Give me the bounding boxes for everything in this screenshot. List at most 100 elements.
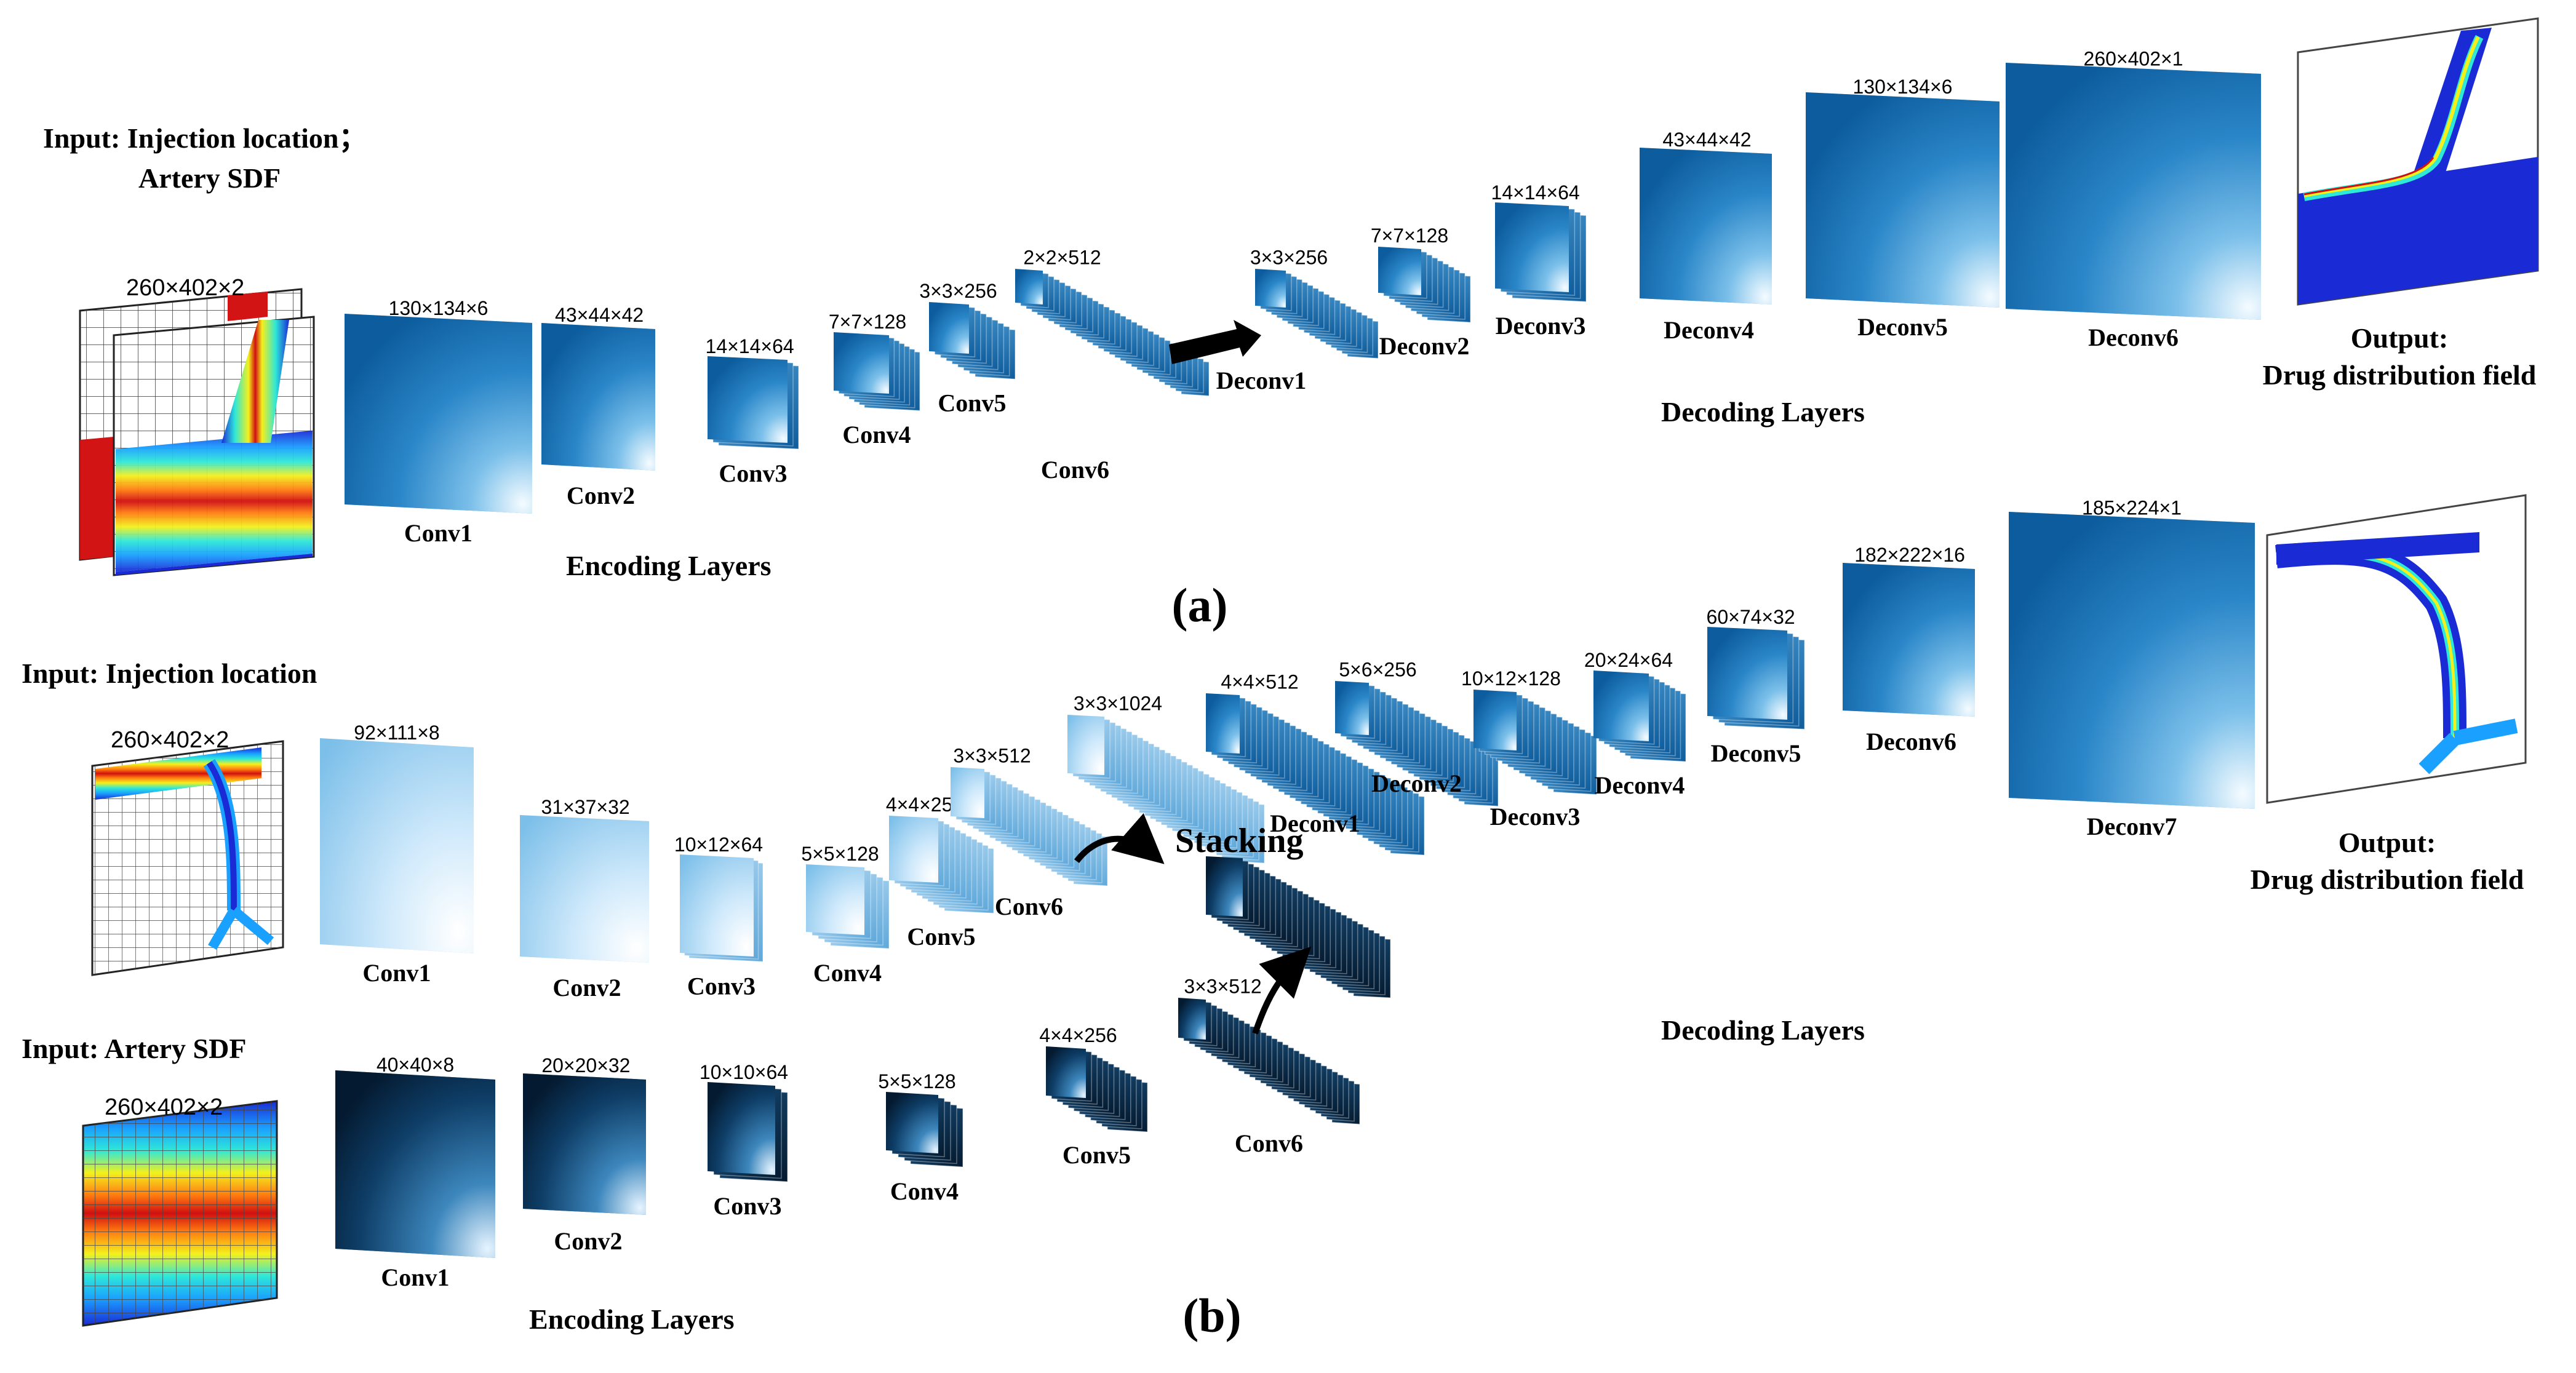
panel-b-enc1-conv4-name: Conv4 bbox=[813, 959, 882, 987]
panel-b-enc2-conv2-dim: 20×20×32 bbox=[541, 1054, 630, 1077]
panel-b-deconv2-name: Deconv2 bbox=[1371, 770, 1462, 797]
panel-a-conv1-name: Conv1 bbox=[404, 519, 473, 547]
panel-b-label: (b) bbox=[1182, 1289, 1241, 1342]
panel-b-enc2-conv5-dim: 4×4×256 bbox=[1039, 1024, 1117, 1046]
panel-b-enc1-conv1-face bbox=[320, 738, 474, 953]
panel-a-conv3-name: Conv3 bbox=[719, 460, 787, 487]
panel-b-output-image bbox=[2266, 494, 2527, 804]
panel-a-deconv2-dim: 7×7×128 bbox=[1371, 225, 1448, 247]
stacking-label: Stacking bbox=[1175, 822, 1304, 860]
panel-b-enc1-conv2-name: Conv2 bbox=[552, 974, 621, 1001]
panel-b-deconv1-dim: 4×4×512 bbox=[1221, 671, 1298, 693]
panel-a-conv2-dim: 43×44×42 bbox=[555, 304, 644, 326]
panel-a-deconv5-name: Deconv5 bbox=[1857, 313, 1948, 341]
panel-b-enc2-conv5-name: Conv5 bbox=[1063, 1141, 1131, 1169]
panel-b-enc1-conv5-name: Conv5 bbox=[907, 923, 975, 950]
panel-a-layers: 130×134×6Conv143×44×42Conv214×14×64Conv3… bbox=[344, 47, 2262, 547]
panel-b-input1-image: 260×402×2 bbox=[91, 727, 284, 976]
panel-b-deconv6-name: Deconv6 bbox=[1866, 728, 1956, 755]
panel-b-enc1-conv3-name: Conv3 bbox=[687, 973, 756, 1000]
panel-b-input2-title: Input: Artery SDF bbox=[22, 1033, 246, 1064]
stacking-arrow-top bbox=[1074, 813, 1165, 864]
panel-a-output-line2: Drug distribution field bbox=[2263, 359, 2537, 391]
panel-b-enc2-conv1-face bbox=[335, 1070, 495, 1258]
panel-b-enc2-conv3-dim: 10×10×64 bbox=[700, 1061, 788, 1083]
panel-b-stacked-layer: 3×3×1024 bbox=[1067, 692, 1265, 864]
panel-b-deconv2-dim: 5×6×256 bbox=[1339, 658, 1416, 680]
panel-a-input-dim: 260×402×2 bbox=[126, 275, 244, 301]
panel-a-conv5-dim: 3×3×256 bbox=[919, 280, 997, 302]
panel-a-deconv2-face bbox=[1378, 247, 1421, 295]
panel-a-deconv4-dim: 43×44×42 bbox=[1662, 129, 1751, 151]
panel-a-decoding-title: Decoding Layers bbox=[1661, 396, 1865, 428]
panel-b-deconv6-face bbox=[1843, 563, 1975, 717]
panel-a-conv6-dim: 2×2×512 bbox=[1023, 246, 1101, 268]
panel-a-deconv4-name: Deconv4 bbox=[1664, 316, 1754, 344]
panel-a-deconv1-face bbox=[1255, 269, 1286, 308]
panel-b-enc2-conv4-face bbox=[886, 1092, 938, 1153]
panel-b-input1-title: Input: Injection location bbox=[22, 658, 317, 689]
panel-b-enc1-conv6-face bbox=[951, 767, 984, 818]
panel-b-enc2-conv4-dim: 5×5×128 bbox=[878, 1070, 955, 1092]
panel-b-deconv3-dim: 10×12×128 bbox=[1461, 667, 1561, 690]
panel-b-enc1-conv4-face bbox=[806, 864, 864, 935]
panel-b-deconv1-name: Deconv1 bbox=[1270, 810, 1360, 837]
panel-a-conv6-face bbox=[1015, 269, 1043, 304]
panel-b-enc1-conv1-dim: 92×111×8 bbox=[354, 722, 439, 744]
panel-b-stacked-dim: 3×3×1024 bbox=[1074, 692, 1162, 714]
panel-a-conv5-name: Conv5 bbox=[938, 389, 1006, 417]
panel-b-enc1-conv2-face bbox=[520, 815, 649, 963]
panel-a-output-line1: Output: bbox=[2351, 322, 2448, 354]
panel-b-deconv4-face bbox=[1593, 671, 1649, 741]
stacking-arrow-bottom bbox=[1252, 946, 1312, 1035]
panel-b-deconv3-face bbox=[1473, 690, 1517, 750]
panel-a-deconv5-dim: 130×134×6 bbox=[1853, 76, 1953, 98]
panel-b-enc1-conv6-dim: 3×3×512 bbox=[953, 744, 1031, 766]
panel-b-deconv5-dim: 60×74×32 bbox=[1707, 606, 1795, 628]
panel-b-deconv5-face bbox=[1707, 627, 1787, 720]
panel-a-conv5-face bbox=[929, 302, 969, 354]
panel-b-enc1-conv6-name: Conv6 bbox=[995, 893, 1063, 920]
panel-b-enc1-conv4-dim: 5×5×128 bbox=[801, 843, 879, 865]
panel-b-input2-image: 260×402×2 bbox=[82, 1094, 278, 1327]
panel-b-enc2-conv6-dim: 3×3×512 bbox=[1184, 975, 1261, 997]
panel-a-conv2-face bbox=[541, 323, 655, 471]
panel-b-deconv6-dim: 182×222×16 bbox=[1854, 544, 1965, 566]
panel-a-conv6-name: Conv6 bbox=[1041, 456, 1109, 484]
panel-a-input-title-line2: Artery SDF bbox=[138, 162, 281, 194]
panel-a: Input: Injection location； Artery SDF 26… bbox=[43, 17, 2539, 632]
panel-a-encoding-title: Encoding Layers bbox=[566, 550, 772, 581]
panel-a-conv4-face bbox=[834, 332, 889, 394]
panel-a-deconv4-face bbox=[1640, 148, 1772, 304]
panel-b-enc2-conv2-face bbox=[523, 1073, 646, 1215]
panel-a-conv3-face bbox=[708, 356, 788, 443]
panel-b-enc2-conv2-name: Conv2 bbox=[554, 1227, 622, 1255]
panel-b-stacked-face bbox=[1067, 715, 1104, 775]
panel-b-deconv1-face bbox=[1206, 693, 1240, 754]
panel-b-enc2-conv6-name: Conv6 bbox=[1235, 1129, 1303, 1157]
panel-b-decoding-title: Decoding Layers bbox=[1661, 1014, 1865, 1046]
panel-b-enc2-conv4-name: Conv4 bbox=[890, 1177, 959, 1205]
panel-a-output-image bbox=[2297, 17, 2539, 306]
panel-b: Input: Injection location Input: Artery … bbox=[22, 494, 2527, 1342]
panel-a-conv3-dim: 14×14×64 bbox=[706, 335, 794, 357]
panel-b-deconv5-name: Deconv5 bbox=[1711, 739, 1801, 767]
panel-b-enc2-conv3-name: Conv3 bbox=[713, 1192, 781, 1220]
